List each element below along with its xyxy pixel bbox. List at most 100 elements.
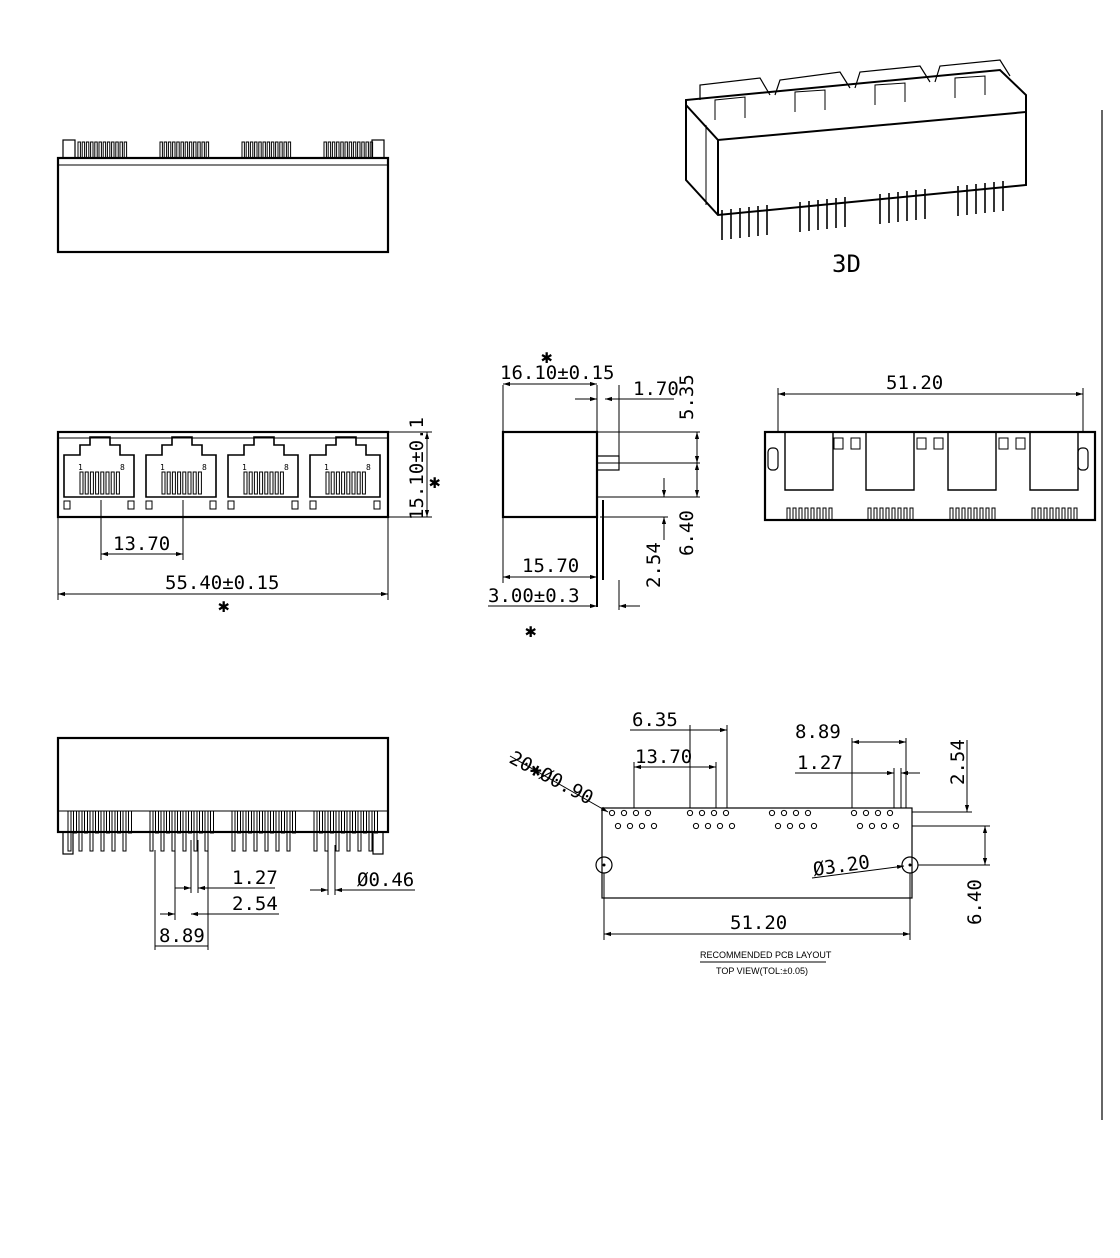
rear-pin (1037, 507, 1042, 520)
top-pin (249, 141, 254, 159)
led-right (291, 500, 299, 510)
pcb-signal-hole (626, 822, 634, 830)
bottom-view-body (56, 736, 390, 834)
rear-pin (804, 507, 809, 520)
front-width-dim: 55.40±0.15 (165, 572, 279, 594)
top-pin (77, 141, 81, 159)
rear-pin (1055, 507, 1060, 520)
port-outline (227, 436, 299, 498)
top-pin (357, 141, 361, 159)
port-contact (351, 471, 356, 495)
bottom-pin (193, 810, 198, 852)
port-contact (253, 471, 258, 495)
bottom-pin-dia-dim: Ø0.46 (357, 869, 414, 891)
port-contact (361, 471, 366, 495)
pcb-signal-hole (850, 809, 858, 817)
bottom-pin (199, 810, 203, 834)
bottom-pin (237, 810, 241, 834)
top-pin (344, 141, 348, 159)
pcb-outline (601, 807, 913, 899)
pin-1-label: 1 (78, 463, 83, 472)
bottom-2-54-dim: 2.54 (232, 893, 278, 915)
pcb-signal-hole (644, 809, 652, 817)
port-contact (356, 471, 361, 495)
pcb-signal-hole (862, 809, 870, 817)
side-depth-critical-mark: ✱ (541, 346, 552, 368)
rear-window (916, 437, 927, 450)
bottom-pin (242, 810, 247, 852)
top-pin (98, 141, 102, 159)
top-pin (85, 141, 90, 159)
bottom-8-89-dim: 8.89 (159, 925, 205, 947)
top-pin (254, 141, 258, 159)
rear-pin (1073, 507, 1078, 520)
pcb-13-70-dim: 13.70 (635, 746, 692, 768)
pcb-signal-hole (614, 822, 622, 830)
top-pin (275, 141, 279, 159)
top-pin (270, 141, 275, 159)
top-pin (119, 141, 123, 159)
bottom-view-pins (67, 810, 378, 852)
port-contact (248, 471, 253, 495)
bottom-1-27-dim: 1.27 (232, 867, 278, 889)
rear-pin (979, 507, 984, 520)
bottom-pin (275, 810, 280, 852)
pin-8-label: 8 (120, 463, 125, 472)
top-pin (201, 141, 205, 159)
bottom-pin (253, 810, 258, 852)
top-pin (262, 141, 266, 159)
side-3-00-critical-mark: ✱ (525, 620, 536, 642)
rear-pin (909, 507, 914, 520)
rear-pin (792, 507, 797, 520)
rear-pin (828, 507, 833, 520)
bottom-pin (264, 810, 269, 852)
top-pin (106, 141, 111, 159)
bottom-pin (67, 810, 72, 852)
view-3d-label: 3D (832, 250, 861, 278)
top-pin (90, 141, 94, 159)
rear-pin (798, 507, 803, 520)
port-contact (197, 471, 202, 495)
bottom-pin (374, 810, 378, 834)
top-pin (348, 141, 353, 159)
bottom-pin (177, 810, 181, 834)
rear-pin (873, 507, 878, 520)
iso-3d-pins (721, 181, 1004, 240)
bottom-pin (204, 810, 209, 852)
rear-cavity (784, 432, 834, 491)
led-left (309, 500, 317, 510)
top-pin (123, 141, 128, 159)
side-3-00-dim: 3.00±0.3 (488, 585, 580, 607)
pcb-signal-hole (874, 809, 882, 817)
bottom-pin (270, 810, 274, 834)
top-pin (205, 141, 210, 159)
pin-1-label: 1 (160, 463, 165, 472)
bottom-pin (182, 810, 187, 852)
bottom-pin (155, 810, 159, 834)
side-depth-dim: 16.10±0.15 (500, 362, 614, 384)
top-pin (111, 141, 115, 159)
pcb-signal-hole (786, 822, 794, 830)
side-6-40-dim: 6.40 (676, 510, 698, 556)
led-left (145, 500, 153, 510)
pcb-signal-hole (804, 809, 812, 817)
pcb-signal-hole (768, 809, 776, 817)
rear-pin (897, 507, 902, 520)
port-contact (110, 471, 115, 495)
rear-view-detail (767, 432, 1089, 520)
pcb-width-dim: 51.20 (730, 912, 787, 934)
pcb-signal-hole (650, 822, 658, 830)
port-contact (161, 471, 166, 495)
rear-pin (891, 507, 896, 520)
bottom-view: 1.27 2.54 8.89 Ø0.46 (56, 736, 415, 950)
port-contact (325, 471, 330, 495)
pcb-1-27-dim: 1.27 (797, 752, 843, 774)
pcb-signal-hole (710, 809, 718, 817)
front-view-body (56, 430, 390, 519)
bottom-pin (106, 810, 110, 834)
top-pin (279, 141, 283, 159)
pcb-holes (608, 809, 900, 830)
pcb-signal-hole (698, 809, 706, 817)
